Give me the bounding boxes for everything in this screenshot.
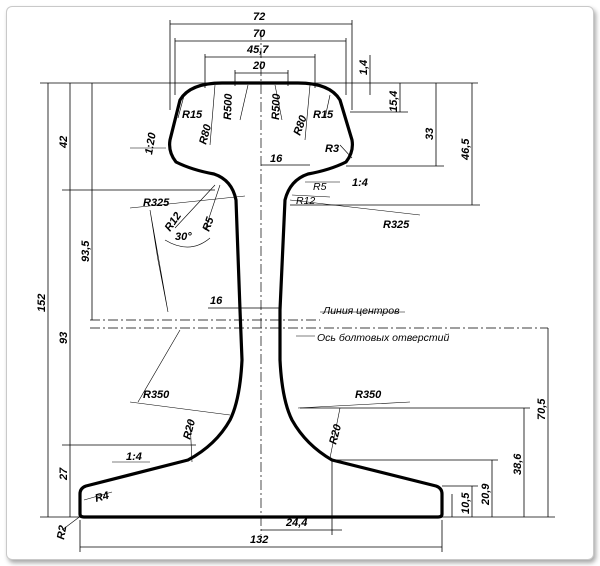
radius-r12-right: R12 <box>296 195 315 207</box>
top-dimensions <box>169 20 353 110</box>
dim-46-5: 46,5 <box>460 138 472 161</box>
dim-45-7: 45,7 <box>246 44 269 56</box>
dim-72: 72 <box>253 11 265 23</box>
radius-r15-right: R15 <box>313 109 334 121</box>
radius-r5-right: R5 <box>313 181 327 193</box>
radius-r3: R3 <box>325 143 339 155</box>
radius-r15-left: R15 <box>182 109 203 121</box>
dim-70: 70 <box>253 28 266 40</box>
radius-r325-left: R325 <box>143 197 170 209</box>
radius-r350-right: R350 <box>355 389 382 401</box>
dim-93: 93 <box>58 332 70 344</box>
dim-132: 132 <box>250 534 268 546</box>
dim-16-mid: 16 <box>210 295 223 307</box>
dim-33: 33 <box>424 128 436 140</box>
dim-15-4: 15,4 <box>388 91 400 112</box>
dim-10-5: 10,5 <box>460 492 472 514</box>
right-dimensions <box>290 55 555 518</box>
slope-1-20: 1:20 <box>143 131 159 156</box>
radius-r80-left: R80 <box>197 122 214 145</box>
dim-1-4: 1,4 <box>358 60 370 75</box>
dim-16-top: 16 <box>270 153 283 165</box>
dim-152: 152 <box>36 294 48 312</box>
angle-30: 30° <box>175 231 192 243</box>
dim-42: 42 <box>58 136 70 149</box>
radius-r4: R4 <box>94 490 111 505</box>
dim-93-5: 93,5 <box>80 240 92 262</box>
dim-20-9: 20,9 <box>480 483 492 506</box>
dim-20: 20 <box>252 60 266 72</box>
radius-leaders <box>61 84 421 531</box>
dim-24-4: 24,4 <box>285 517 307 529</box>
radius-r5-left: R5 <box>201 215 217 233</box>
dim-38-6: 38,6 <box>512 453 524 475</box>
left-dimensions <box>40 82 443 552</box>
radius-r500-right: R500 <box>270 93 283 121</box>
drawing-frame <box>6 6 594 560</box>
radius-r500-left: R500 <box>222 93 235 121</box>
label-center-line: Линия центров <box>322 305 400 317</box>
radius-r325-right: R325 <box>383 219 410 231</box>
dim-70-5: 70,5 <box>536 398 548 420</box>
radius-r2: R2 <box>55 525 69 541</box>
slope-1-4-base: 1:4 <box>126 451 142 463</box>
label-bolt-axis: Ось болтовых отверстий <box>317 332 449 344</box>
radius-r350-left: R350 <box>143 389 170 401</box>
slope-1-4-head: 1:4 <box>352 177 368 189</box>
radius-r20-left: R20 <box>181 417 198 440</box>
dim-27: 27 <box>58 467 70 481</box>
radius-r20-right: R20 <box>327 422 344 445</box>
